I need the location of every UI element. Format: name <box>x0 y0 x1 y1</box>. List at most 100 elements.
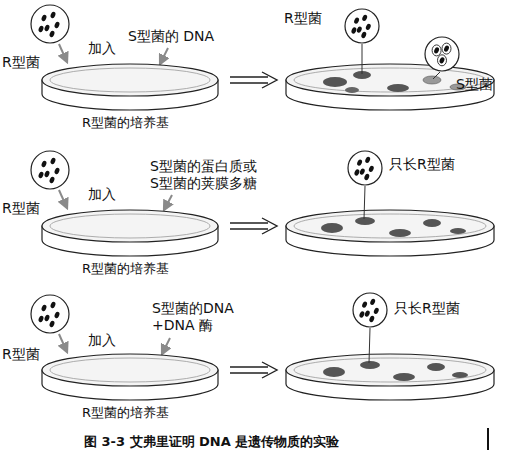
culture-dish: R型菌的培养基 <box>40 62 220 112</box>
rough-colony <box>452 372 468 378</box>
bacteria-label: 只长R型菌 <box>389 156 489 173</box>
leader-line <box>369 328 370 363</box>
bacterium <box>38 25 45 33</box>
dish-inner <box>294 358 486 382</box>
rough-colony <box>360 361 380 369</box>
bacterium <box>361 301 368 309</box>
bacterium <box>359 311 366 319</box>
bacterium <box>356 159 363 167</box>
bacteria-label: R型菌 <box>2 346 62 363</box>
bacterium <box>50 157 57 165</box>
leader-line <box>433 72 440 79</box>
bacteria-label: S型菌 <box>456 76 506 93</box>
bacterium <box>41 14 48 22</box>
capsule <box>432 45 441 56</box>
bacteria-callout: 只长R型菌 <box>352 292 388 328</box>
bacterium <box>44 314 51 322</box>
dish-rim <box>42 210 218 242</box>
bacterium <box>443 45 450 53</box>
callout-circle <box>345 9 379 43</box>
bacterium <box>41 160 48 168</box>
result-dish <box>286 328 494 400</box>
bacterium <box>44 170 51 178</box>
callout-circle <box>352 292 388 328</box>
bacterium <box>356 26 363 34</box>
margin-bar <box>487 428 489 450</box>
bacterium <box>369 298 376 306</box>
rough-colony <box>423 219 441 227</box>
rough-colony <box>389 229 411 237</box>
callout-circle <box>424 36 460 72</box>
culture-dish: R型菌的培养基 <box>40 208 220 258</box>
bacterium <box>38 171 45 179</box>
bacterium <box>368 315 375 323</box>
callout-circle <box>30 4 70 44</box>
bacterium <box>364 156 371 164</box>
bacterium <box>361 14 368 22</box>
rough-colony <box>345 87 359 93</box>
rough-colony <box>387 84 409 92</box>
dish-inner <box>50 68 210 92</box>
leader-line <box>362 44 363 74</box>
rough-colony <box>323 367 345 377</box>
dish-inner <box>50 214 210 238</box>
bacteria-label: R型菌 <box>284 10 342 27</box>
bacterium <box>359 168 366 176</box>
bacterium <box>351 27 358 35</box>
callout-circle <box>348 151 382 185</box>
smooth-colony <box>423 76 441 84</box>
dish-rim <box>42 64 218 96</box>
bacteria-callout: R型菌 <box>30 150 70 190</box>
add-arrow <box>59 190 67 208</box>
bacteria-callout: 只长R型菌 <box>347 150 383 186</box>
bacteria-label: R型菌 <box>2 54 62 71</box>
bacterium <box>49 320 56 328</box>
add-arrow <box>59 44 67 62</box>
bacterium <box>364 310 371 318</box>
bacterium <box>353 17 360 25</box>
add-arrow <box>160 48 168 64</box>
rough-colony <box>393 373 415 381</box>
callout-circle <box>347 150 383 186</box>
bacterium <box>38 315 45 323</box>
bacteria-callout: R型菌 <box>344 8 380 44</box>
dish-inner <box>50 358 210 382</box>
bacterium <box>49 176 56 184</box>
bacterium <box>50 11 57 19</box>
bacterium <box>368 165 375 173</box>
capsule <box>438 55 447 66</box>
callout-circle <box>31 295 69 333</box>
bacterium <box>363 173 370 181</box>
bacterium <box>365 23 372 31</box>
dish-outline <box>40 62 220 112</box>
bacterium <box>354 169 361 177</box>
bacterium <box>44 24 51 32</box>
leader-line <box>364 186 365 219</box>
bacterium <box>50 301 57 309</box>
bacteria-callout: R型菌 <box>30 4 70 44</box>
result-arrow <box>230 218 277 234</box>
rough-colony <box>321 223 343 233</box>
add-arrow <box>162 338 170 354</box>
add-arrow <box>59 334 67 352</box>
rough-colony <box>450 228 466 234</box>
bacterium <box>373 307 380 315</box>
bacteria-label: 只长R型菌 <box>394 300 494 317</box>
callout-circle <box>425 37 459 71</box>
bacterium <box>41 304 48 312</box>
dish-outline <box>40 208 220 258</box>
bacteria-callout: S型菌 <box>424 36 460 72</box>
substance-label: S型菌的 DNA <box>128 28 238 45</box>
culture-dish: R型菌的培养基 <box>40 352 220 402</box>
dish-outline <box>40 352 220 402</box>
dish-rim <box>286 354 494 386</box>
callout-circle <box>30 150 70 190</box>
add-label: 加入 <box>88 40 128 57</box>
medium-label: R型菌的培养基 <box>82 114 222 131</box>
add-arrow <box>164 195 172 210</box>
medium-label: R型菌的培养基 <box>82 260 222 277</box>
result-arrow <box>230 72 277 88</box>
